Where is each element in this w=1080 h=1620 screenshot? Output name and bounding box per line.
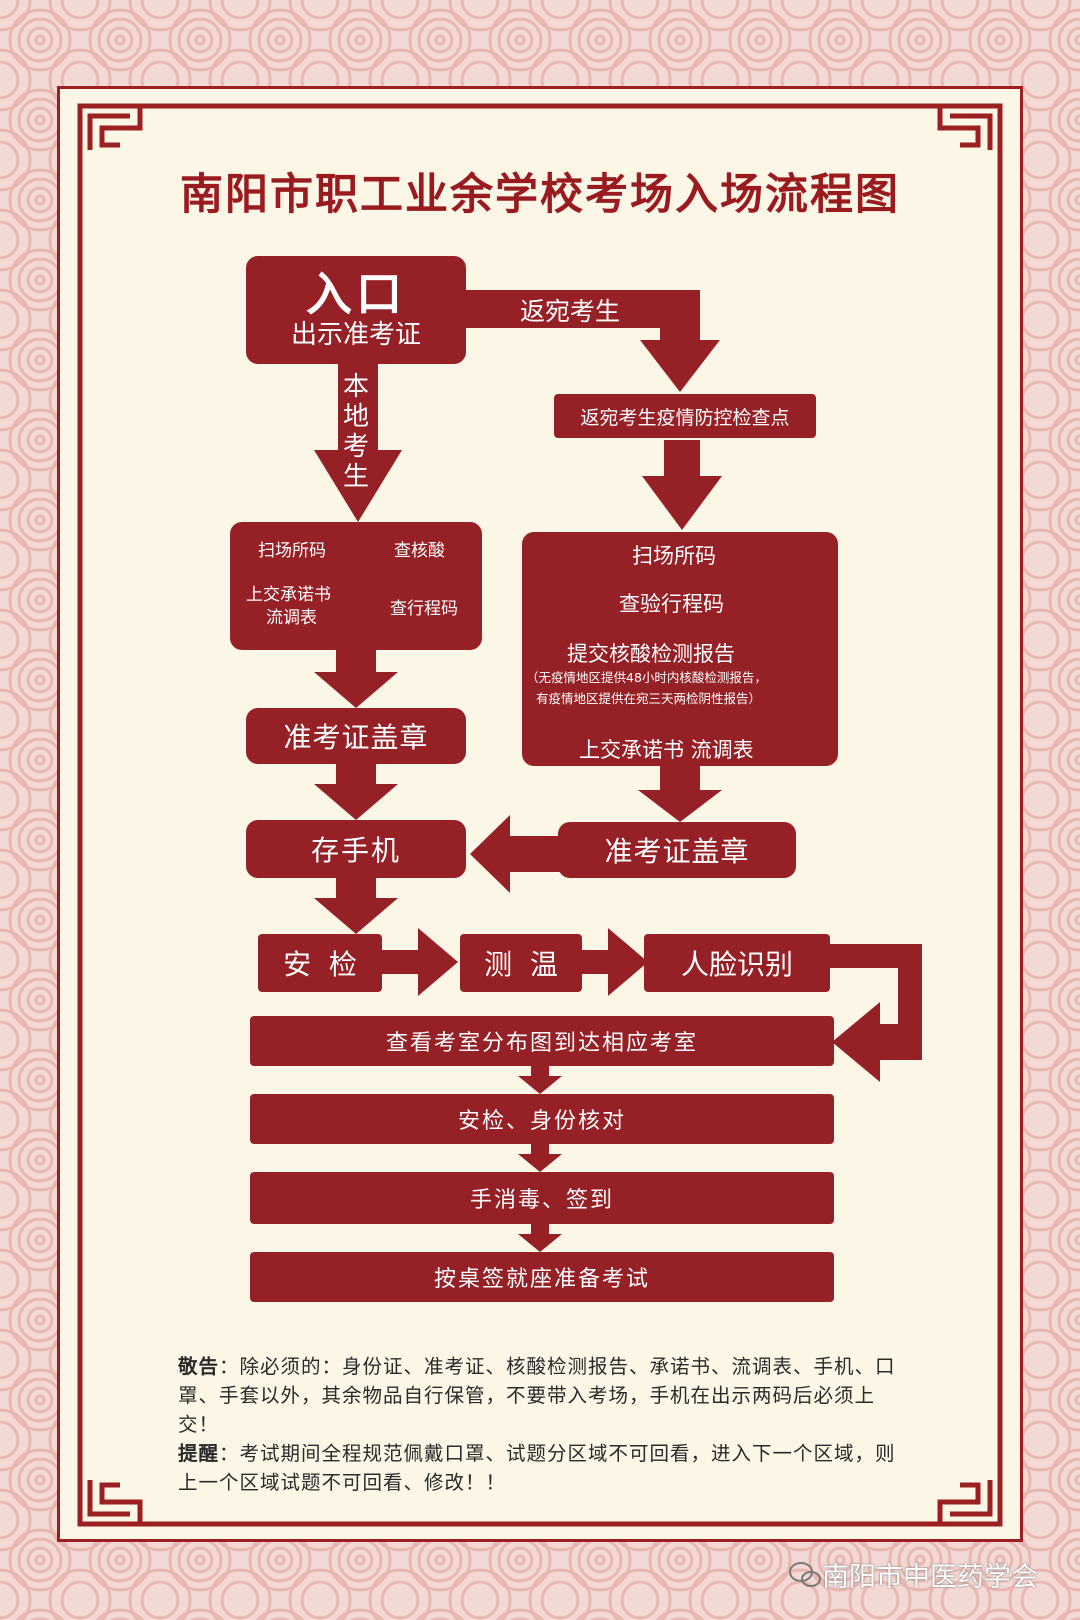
- take-seat-box: 按桌签就座准备考试: [250, 1252, 834, 1302]
- local-step-scan: 扫场所码: [258, 541, 326, 561]
- warning-text: ：除必须的：身份证、准考证、核酸检测报告、承诺书、流调表、手机、口罩、手套以外，…: [178, 1355, 896, 1436]
- warning-label: 敬告: [178, 1355, 220, 1378]
- returning-checkpoint-box: 返宛考生疫情防控检查点: [554, 394, 816, 438]
- returning-step-report: 提交核酸检测报告: [567, 642, 735, 666]
- local-step-submit-2: 流调表: [266, 608, 317, 628]
- wechat-icon: [789, 1562, 821, 1587]
- local-step-trip: 查行程码: [390, 599, 458, 619]
- reminder-text: ：考试期间全程规范佩戴口罩、试题分区域不可回看，进入下一个区域，则上一个区域试题…: [178, 1442, 896, 1494]
- arrow-final-3: [518, 1224, 562, 1252]
- arrow-stamp-to-phone: [470, 815, 560, 893]
- returning-step-scan: 扫场所码: [632, 544, 716, 568]
- reminder-label: 提醒: [178, 1442, 220, 1465]
- arrow-phone-security: [314, 876, 398, 934]
- room-map-box: 查看考室分布图到达相应考室: [250, 1016, 834, 1066]
- reminder-note: 提醒：考试期间全程规范佩戴口罩、试题分区域不可回看，进入下一个区域，则上一个区域…: [178, 1439, 908, 1497]
- security-check-box: 安 检: [258, 934, 382, 992]
- returning-step-trip: 查验行程码: [619, 592, 724, 616]
- phone-storage-box: 存手机: [246, 820, 466, 878]
- local-branch-label: 本地考生: [343, 372, 370, 492]
- disinfect-signin-box: 手消毒、签到: [250, 1172, 834, 1224]
- arrow-temp-face: [580, 928, 648, 996]
- page-title: 南阳市职工业余学校考场入场流程图: [180, 170, 900, 220]
- arrow-returning-stamp: [638, 764, 722, 822]
- arrow-to-returning: [460, 290, 720, 392]
- returning-report-note-1: （无疫情地区提供48小时内核酸检测报告，: [526, 670, 767, 685]
- arrow-local-stamp: [314, 648, 398, 708]
- arrow-checkpoint-down: [642, 440, 722, 530]
- warning-note: 敬告：除必须的：身份证、准考证、核酸检测报告、承诺书、流调表、手机、口罩、手套以…: [178, 1352, 908, 1439]
- returning-stamp-box: 准考证盖章: [558, 822, 796, 878]
- arrow-face-room: [828, 944, 922, 1082]
- arrow-to-local: [314, 358, 402, 522]
- watermark-text: 南阳市中医药学会: [822, 1562, 1038, 1593]
- arrow-final-2: [518, 1144, 562, 1172]
- entrance-title: 入口: [306, 267, 406, 321]
- local-stamp-box: 准考证盖章: [246, 708, 466, 764]
- arrow-local-phone: [314, 762, 398, 820]
- face-recognition-box: 人脸识别: [644, 934, 830, 992]
- returning-steps-box: [522, 532, 838, 766]
- local-steps-box: [230, 522, 482, 650]
- identity-check-box: 安检、身份核对: [250, 1094, 834, 1144]
- local-step-submit-1: 上交承诺书: [246, 585, 331, 605]
- temperature-box: 测 温: [460, 934, 582, 992]
- arrow-final-1: [518, 1066, 562, 1094]
- local-step-nucleic: 查核酸: [394, 541, 445, 561]
- entrance-box: 入口 出示准考证: [246, 256, 466, 364]
- entrance-subtitle: 出示准考证: [290, 320, 421, 350]
- returning-step-submit: 上交承诺书 流调表: [579, 738, 754, 762]
- returning-report-note-2: 有疫情地区提供在宛三天两检阴性报告）: [536, 691, 762, 706]
- arrow-security-temp: [380, 928, 458, 996]
- returning-branch-label: 返宛考生: [520, 297, 621, 326]
- notes-section: 敬告：除必须的：身份证、准考证、核酸检测报告、承诺书、流调表、手机、口罩、手套以…: [178, 1352, 908, 1497]
